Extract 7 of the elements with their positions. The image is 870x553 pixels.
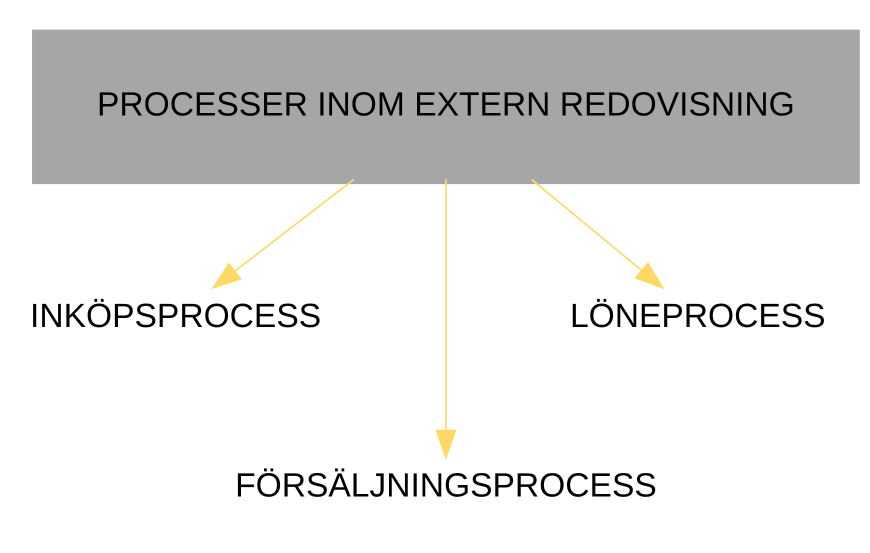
arrow — [531, 179, 665, 290]
arrow — [211, 179, 354, 290]
node-text: INKÖPSPROCESS — [30, 298, 322, 335]
node-text: LÖNEPROCESS — [570, 298, 826, 335]
arrow — [435, 179, 456, 460]
node-text: FÖRSÄLJNINGSPROCESS — [235, 467, 657, 504]
node-box: PROCESSER INOM EXTERN REDOVISNING — [32, 30, 860, 184]
